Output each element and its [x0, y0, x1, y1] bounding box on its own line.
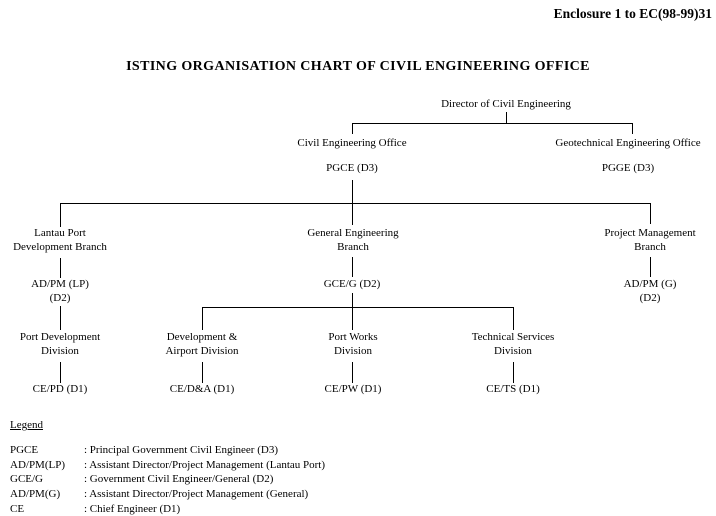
node-division-port-development-post: CE/PD (D1)	[32, 383, 88, 395]
legend-entry: PGCE : Principal Government Civil Enginee…	[10, 443, 325, 458]
connector-development-airport-drop	[202, 307, 203, 330]
node-branch-general-engineering: General Engineering Branch	[307, 227, 398, 254]
legend: Legend PGCE : Principal Government Civil …	[10, 419, 325, 516]
connector-level2-horizontal	[60, 203, 651, 204]
legend-abbr: AD/PM(LP)	[10, 458, 66, 471]
node-division-development-airport: Development & Airport Division	[165, 331, 238, 358]
connector-director-drop	[506, 112, 507, 124]
branch-post-line: GCE/G (D2)	[323, 278, 381, 290]
branch-label-line: Project Management	[604, 227, 696, 239]
node-division-technical-services: Technical Services Division	[472, 331, 555, 358]
legend-abbr: PGCE	[10, 444, 39, 456]
division-label-line: Division	[494, 344, 532, 357]
legend-abbr: AD/PM(G)	[10, 488, 61, 501]
node-division-development-airport-post: CE/D&A (D1)	[169, 383, 235, 395]
legend-entry: CE : Chief Engineer (D1)	[10, 502, 325, 516]
connector-technical-services-drop	[513, 307, 514, 330]
branch-label-line: Branch	[337, 240, 369, 253]
connector-geo-drop	[632, 123, 633, 134]
connector-general-post-drop	[352, 257, 353, 277]
enclosure-reference: Enclosure 1 to EC(98-99)31	[553, 6, 712, 21]
division-label-line: Airport Division	[165, 344, 239, 357]
branch-post-line: AD/PM (LP)	[31, 278, 89, 290]
connector-ceo-drop	[352, 123, 353, 134]
legend-definition: : Assistant Director/Project Management …	[84, 488, 309, 501]
legend-entry: GCE/G : Government Civil Engineer/General…	[10, 472, 325, 487]
node-division-port-works: Port Works Division	[328, 331, 377, 358]
node-branch-project-management: Project Management Branch	[604, 227, 695, 254]
branch-post-line: (D2)	[49, 291, 71, 304]
branch-post-line: (D2)	[639, 291, 661, 304]
branch-label-line: Development Branch	[13, 240, 107, 253]
branch-label-line: General Engineering	[307, 227, 399, 239]
connector-level1-horizontal	[352, 123, 633, 124]
branch-post-line: AD/PM (G)	[623, 278, 677, 290]
branch-label-line: Lantau Port	[34, 227, 86, 239]
node-division-port-development: Port Development Division	[20, 331, 100, 358]
legend-abbr: CE	[10, 502, 25, 515]
connector-lantau-branch-drop	[60, 203, 61, 227]
node-geotechnical-engineering-office: Geotechnical Engineering Office	[555, 137, 701, 149]
connector-ceda-drop	[202, 362, 203, 383]
connector-level3-horizontal	[202, 307, 514, 308]
node-division-port-works-post: CE/PW (D1)	[324, 383, 382, 395]
connector-port-development-drop	[60, 306, 61, 330]
node-branch-general-engineering-post: GCE/G (D2)	[324, 278, 381, 292]
legend-entry: AD/PM(G) : Assistant Director/Project Man…	[10, 487, 325, 502]
legend-definition: : Assistant Director/Project Management …	[84, 458, 326, 471]
page-title: ISTING ORGANISATION CHART OF CIVIL ENGIN…	[126, 59, 590, 74]
connector-cepw-drop	[352, 362, 353, 383]
node-branch-lantau-port-post: AD/PM (LP) (D2)	[31, 278, 89, 305]
division-label-line: Port Development	[19, 331, 101, 343]
connector-pgce-drop	[352, 180, 353, 225]
node-geotechnical-engineering-office-post: PGGE (D3)	[601, 162, 655, 174]
connector-cets-drop	[513, 362, 514, 383]
legend-definition: : Principal Government Civil Engineer (D…	[84, 444, 278, 456]
connector-project-post-drop	[650, 257, 651, 277]
node-civil-engineering-office-post: PGCE (D3)	[326, 162, 378, 174]
division-label-line: Division	[334, 344, 372, 357]
division-label-line: Division	[41, 344, 79, 357]
division-label-line: Technical Services	[471, 331, 555, 343]
node-division-technical-services-post: CE/TS (D1)	[486, 383, 540, 395]
legend-definition: : Chief Engineer (D1)	[84, 502, 181, 515]
legend-abbr: GCE/G	[10, 473, 43, 486]
connector-project-branch-drop	[650, 203, 651, 224]
connector-cepd-drop	[60, 362, 61, 383]
node-civil-engineering-office: Civil Engineering Office	[297, 137, 407, 149]
connector-gceg-drop	[352, 293, 353, 330]
connector-lantau-post-drop	[60, 258, 61, 278]
node-branch-lantau-port: Lantau Port Development Branch	[13, 227, 107, 254]
division-label-line: Port Works	[328, 331, 378, 343]
legend-definition: : Government Civil Engineer/General (D2)	[84, 473, 274, 486]
legend-heading: Legend	[10, 419, 43, 431]
division-label-line: Development &	[166, 331, 238, 343]
node-director: Director of Civil Engineering	[441, 98, 571, 110]
branch-label-line: Branch	[634, 240, 666, 253]
node-branch-project-management-post: AD/PM (G) (D2)	[624, 278, 677, 305]
legend-entry: AD/PM(LP) : Assistant Director/Project Ma…	[10, 458, 325, 473]
